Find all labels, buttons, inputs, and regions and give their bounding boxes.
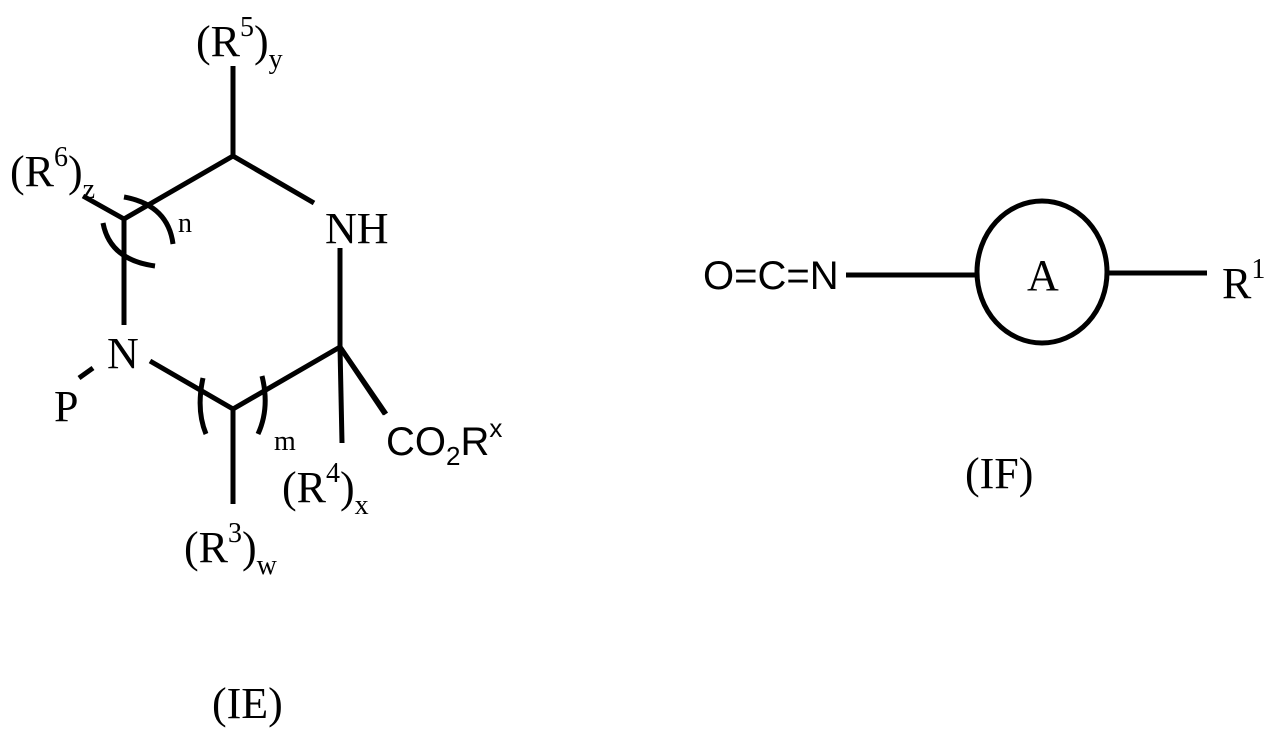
r3-close: ) [242, 523, 257, 572]
isocyanate-group: O=C=N [703, 254, 839, 298]
caption-ie: (IE) [212, 679, 283, 728]
bracket-m-left [197, 377, 209, 435]
r6-sup: 6 [54, 142, 68, 173]
ester-sup: x [489, 413, 503, 443]
bond-c3-c2 [231, 344, 342, 412]
bond-r6 [81, 193, 126, 222]
ester-co: CO [386, 420, 446, 464]
bond-c5-c6 [122, 153, 235, 222]
r6-sub: z [82, 174, 96, 205]
bond-ester-2 [337, 345, 389, 416]
caption-if: (IF) [965, 449, 1034, 498]
repeat-index-n: n [178, 208, 192, 239]
ring-label-a: A [1027, 251, 1059, 300]
r3-sub: w [256, 550, 277, 581]
r1-sup: 1 [1251, 254, 1266, 285]
ester-group: CO2Rx [386, 415, 502, 469]
bond-c5-nh [231, 153, 316, 206]
ester-sub: 2 [446, 441, 461, 471]
repeat-index-m: m [274, 426, 296, 457]
substituent-r5: (R5)y [196, 14, 283, 74]
bond-n-c3 [148, 358, 235, 412]
ester-r: R [460, 420, 490, 464]
bond-p-n [77, 365, 95, 381]
protecting-group-p: P [54, 382, 79, 431]
r5-sup: 5 [240, 12, 254, 43]
r5-base: (R [196, 17, 240, 66]
substituent-r3: (R3)w [184, 520, 277, 580]
substituent-r4: (R4)x [282, 460, 369, 520]
bracket-n-right [123, 194, 176, 245]
substituent-r1: R1 [1222, 256, 1265, 306]
r4-close: ) [340, 463, 355, 512]
ring-a-circle [974, 198, 1110, 346]
r5-sub: y [268, 44, 283, 75]
r6-base: (R [10, 147, 54, 196]
r5-close: ) [254, 17, 269, 66]
r1-base: R [1222, 259, 1252, 308]
r4-sub: x [354, 490, 369, 521]
bracket-n-left [100, 222, 156, 269]
r4-base: (R [282, 463, 326, 512]
r6-close: ) [68, 147, 83, 196]
atom-n: N [107, 329, 139, 378]
substituent-r6: (R6)z [10, 144, 95, 204]
r3-base: (R [184, 523, 228, 572]
bond-r4 [337, 346, 345, 444]
bracket-m-right [255, 375, 268, 436]
r4-sup: 4 [326, 458, 340, 489]
atom-nh: NH [325, 204, 389, 253]
r3-sup: 3 [228, 518, 242, 549]
